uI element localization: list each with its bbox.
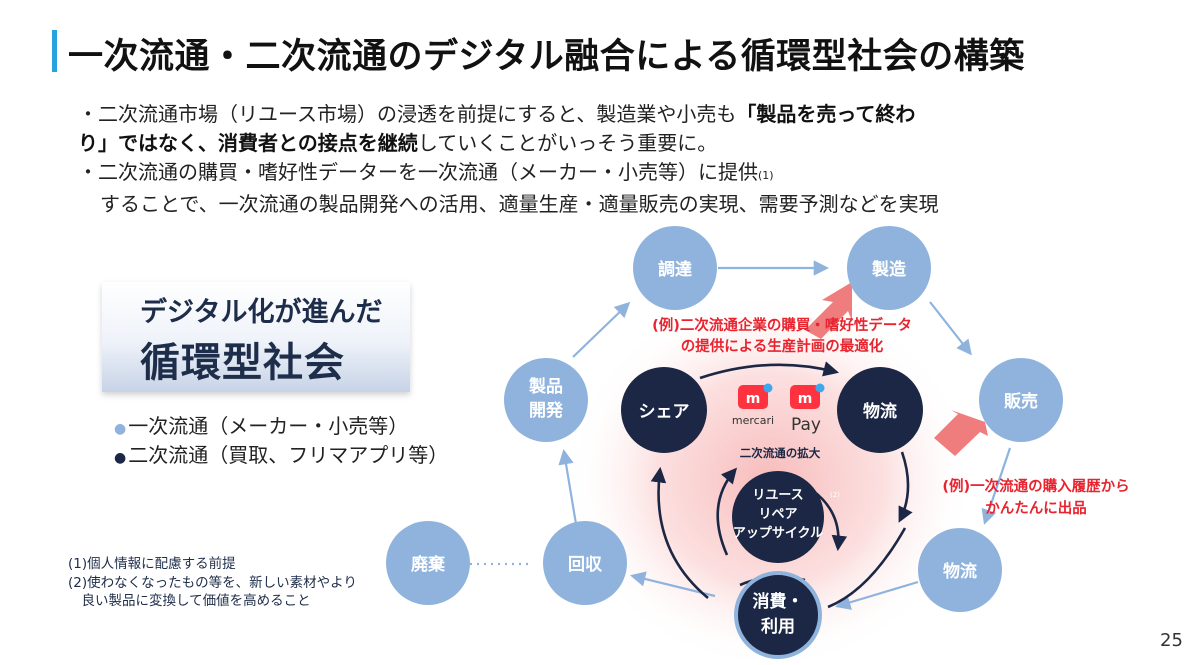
node-share (621, 367, 707, 453)
circular-society-box (102, 282, 410, 392)
inner-nodes: シェア 物流 リユース リペア アップサイクル (2) 消費・ 利用 (621, 367, 923, 659)
node-reuse-label-3: アップサイクル (733, 526, 823, 541)
inner-flow-arrows (650, 361, 913, 609)
bullet-1-part-e: していくことがいっそう重要に。 (417, 131, 718, 155)
node-consume-label-2: 利用 (761, 616, 795, 637)
legend-primary: ●一次流通（メーカー・小売等） (114, 410, 408, 439)
node-procure (633, 226, 717, 310)
page-number: 25 (1160, 630, 1183, 651)
bullet-2-part-b: することで、一次流通の製品開発への活用、適量生産・適量販売の実現、需要予測などを… (100, 192, 939, 216)
bullet-1-part-d: 消費者との接点を継続 (218, 131, 418, 155)
node-logistics-secondary (837, 367, 923, 453)
node-collect-label: 回収 (568, 555, 603, 575)
node-logistics (918, 528, 1002, 612)
mercari-logo-mark: m (746, 391, 761, 407)
outer-flow-arrows (470, 260, 1012, 610)
legend-secondary: ●二次流通（買取、フリマアプリ等） (114, 439, 448, 468)
callout-arrow-1 (805, 282, 852, 339)
callout-1-line-1: (例)二次流通企業の購買・嗜好性データ (652, 316, 912, 334)
mercari-logo: m mercari (732, 383, 774, 427)
node-logistics-secondary-label: 物流 (863, 401, 897, 422)
legend-primary-text: 一次流通（メーカー・小売等） (128, 414, 409, 438)
title-accent-bar (52, 30, 57, 72)
mercari-logo-text: mercari (732, 414, 774, 427)
callout-2-line-1: (例)一次流通の購入履歴から (942, 477, 1129, 495)
node-reuse-label-1: リユース (752, 488, 803, 503)
node-consume (734, 571, 822, 659)
bullet-1: ・二次流通市場（リユース市場）の浸透を前提にすると、製造業や小売も「製品を売って… (78, 100, 1088, 158)
node-development (504, 358, 588, 442)
node-manufacture-label: 製造 (871, 259, 907, 280)
node-dispose-label: 廃棄 (411, 554, 446, 575)
bullet-2-part-a: ・二次流通の購買・嗜好性データーを一次流通（メーカー・小売等）に提供 (78, 160, 758, 184)
callout-2-line-2: かんたんに出品 (985, 499, 1087, 517)
node-consume-label-1: 消費・ (753, 591, 804, 612)
callout-arrow-2 (934, 410, 988, 456)
node-logistics-label: 物流 (943, 561, 977, 582)
bullet-2: ・二次流通の購買・嗜好性データーを一次流通（メーカー・小売等）に提供(1) (78, 158, 1088, 190)
footnote-2: (2)使わなくなったもの等を、新しい素材やより (68, 574, 357, 591)
box-line-1: デジタル化が進んだ (140, 297, 383, 328)
outer-nodes: 調達 製造 販売 物流 製品 開発 回収 廃棄 (386, 226, 1063, 612)
callout-1-line-2: の提供による生産計画の最適化 (681, 337, 884, 355)
footnote-1: (1)個人情報に配慮する前提 (68, 556, 236, 572)
node-development-label-1: 製品 (528, 376, 563, 397)
merpay-logo-text: Pay (791, 415, 821, 435)
bullet-2-footnote-ref: (1) (758, 169, 774, 182)
node-development-label-2: 開発 (529, 400, 564, 421)
node-collect (543, 521, 627, 605)
bullet-2-continued: することで、一次流通の製品開発への活用、適量生産・適量販売の実現、需要予測などを… (78, 190, 1088, 219)
legend-secondary-text: 二次流通（買取、フリマアプリ等） (128, 443, 449, 467)
bullet-1-part-a: ・二次流通市場（リユース市場）の浸透を前提にすると、製造業や小売も (78, 102, 737, 126)
node-procure-label: 調達 (658, 259, 692, 280)
node-sales (979, 358, 1063, 442)
node-reuse-label-2: リペア (758, 507, 797, 522)
footnote-2-cont: 良い製品に変換して価値を高めること (68, 593, 311, 609)
node-share-label: シェア (639, 402, 690, 422)
callout-arrows (805, 282, 988, 456)
merpay-logo: m Pay (790, 383, 825, 435)
bullet-text: ・二次流通市場（リユース市場）の浸透を前提にすると、製造業や小売も「製品を売って… (78, 100, 1088, 219)
page-title: 一次流通・二次流通のデジタル融合による循環型社会の構築 (68, 37, 1025, 77)
node-reuse (732, 471, 824, 563)
node-dispose (386, 521, 470, 605)
node-sales-label: 販売 (1004, 391, 1038, 412)
box-line-2: 循環型社会 (140, 340, 345, 386)
footnotes: (1)個人情報に配慮する前提 (2)使わなくなったもの等を、新しい素材やより 良… (68, 555, 357, 611)
bullet-1-part-b: 「製品を売って終わ (736, 102, 916, 126)
node-reuse-footnote-ref: (2) (830, 491, 840, 499)
expansion-label: 二次流通の拡大 (740, 446, 821, 460)
legend-primary-dot: ● (114, 421, 127, 437)
merpay-logo-mark: m (798, 391, 813, 407)
legend-secondary-dot: ● (114, 450, 127, 466)
bullet-1-part-c: り」ではなく、 (78, 131, 218, 155)
node-manufacture (847, 226, 931, 310)
